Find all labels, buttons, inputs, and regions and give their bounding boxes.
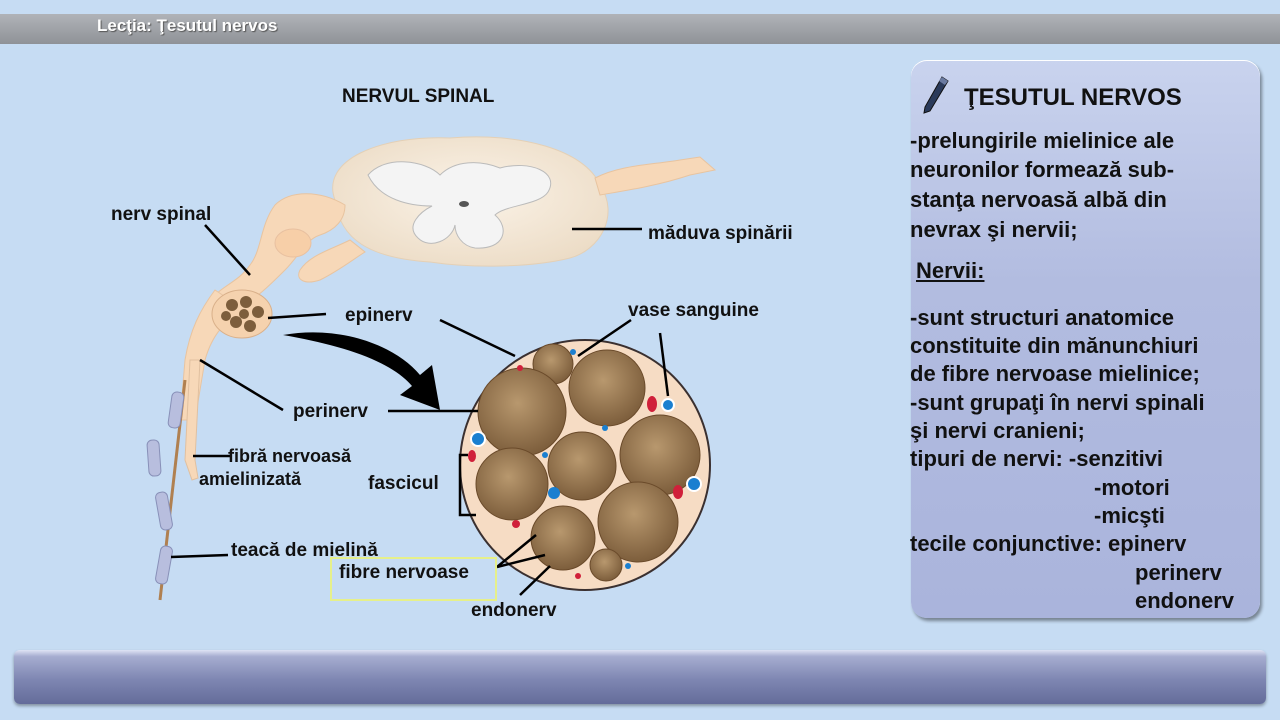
panel-title: ŢESUTUL NERVOS bbox=[964, 84, 1182, 111]
panel-line: perinerv bbox=[1135, 560, 1222, 585]
panel-line: de fibre nervoase mielinice; bbox=[910, 361, 1200, 386]
label-fibra-line1: fibră nervoasă bbox=[228, 446, 352, 466]
panel-line: şi nervi cranieni; bbox=[910, 418, 1085, 443]
bottom-navigation-bar bbox=[14, 650, 1266, 704]
arrow-icon bbox=[283, 332, 440, 410]
myelinated-fiber bbox=[146, 379, 187, 601]
label-fascicul: fascicul bbox=[368, 473, 439, 494]
label-fibra-line2: amielinizată bbox=[199, 469, 302, 489]
panel-subheading-nervii: Nervii: bbox=[916, 258, 985, 283]
panel-line: endonerv bbox=[1135, 588, 1235, 613]
label-epinerv: epinerv bbox=[345, 305, 413, 326]
label-vase-sanguine: vase sanguine bbox=[628, 300, 759, 321]
leader-lines bbox=[170, 224, 670, 596]
panel-line: tipuri de nervi: -senzitivi bbox=[910, 446, 1164, 471]
panel-line: tecile conjunctive: epinerv bbox=[910, 531, 1187, 556]
fibre-highlight-box bbox=[330, 557, 497, 601]
label-nerv-spinal: nerv spinal bbox=[111, 204, 212, 225]
nerve-cross-section bbox=[459, 339, 711, 591]
diagram-title: NERVUL SPINAL bbox=[342, 86, 495, 107]
panel-line: nevrax şi nervii; bbox=[910, 217, 1078, 242]
panel-line: neuronilor formează sub- bbox=[910, 157, 1175, 182]
panel-line: stanţa nervoasă albă din bbox=[910, 187, 1167, 212]
panel-line: -micşti bbox=[1094, 503, 1165, 528]
info-panel bbox=[911, 60, 1260, 618]
panel-line: -sunt structuri anatomice bbox=[910, 305, 1175, 330]
panel-line: -sunt grupaţi în nervi spinali bbox=[910, 390, 1205, 415]
label-endonerv: endonerv bbox=[471, 600, 557, 621]
pen-icon bbox=[923, 76, 949, 114]
lesson-title: Lecţia: Ţesutul nervos bbox=[97, 16, 278, 35]
spinal-cord bbox=[332, 136, 609, 267]
label-perinerv: perinerv bbox=[293, 401, 368, 422]
label-teaca-mielina: teacă de mielină bbox=[231, 540, 378, 561]
label-fibre-nervoase: fibre nervoase bbox=[339, 562, 469, 583]
title-bar: Lecţia: Ţesutul nervos bbox=[0, 14, 1280, 44]
panel-line: -prelungirile mielinice ale bbox=[910, 128, 1175, 153]
panel-line: constituite din mănunchiuri bbox=[910, 333, 1199, 358]
panel-line: -motori bbox=[1094, 475, 1170, 500]
label-maduva: măduva spinării bbox=[648, 223, 793, 244]
spinal-nerve-diagram bbox=[146, 136, 717, 601]
